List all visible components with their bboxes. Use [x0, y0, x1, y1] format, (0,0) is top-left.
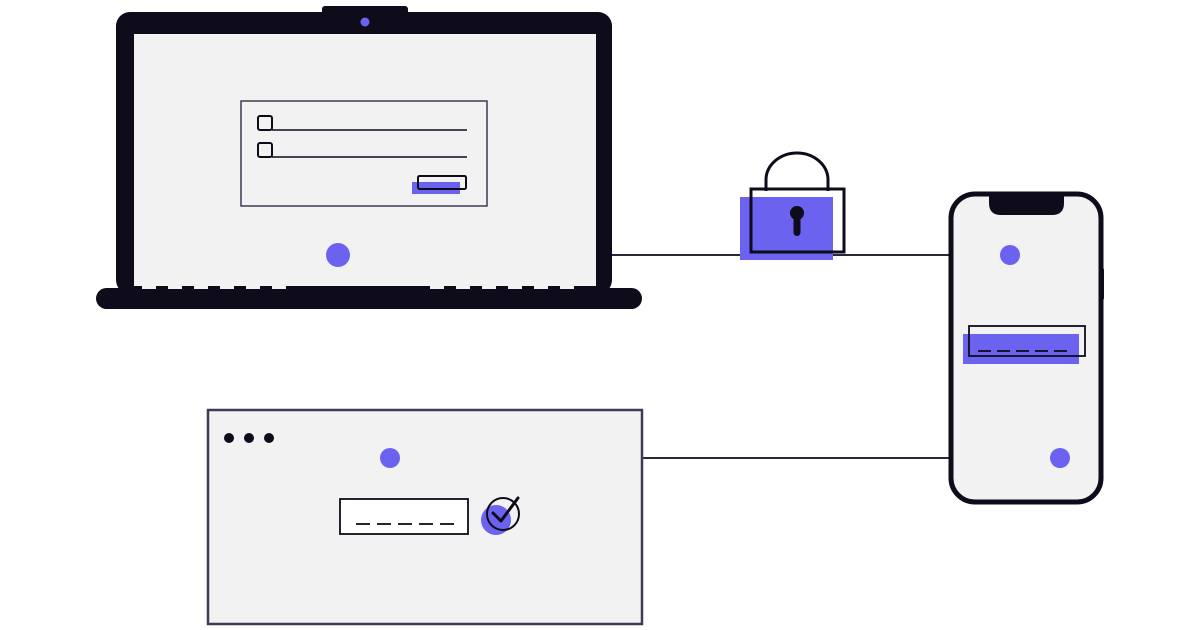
checkmark-icon — [481, 496, 520, 535]
laptop-base — [96, 288, 642, 309]
browser-code-input[interactable] — [339, 498, 469, 535]
laptop — [96, 6, 642, 309]
browser-code-field — [339, 498, 469, 535]
window-control-dot[interactable] — [244, 433, 254, 443]
check-mark — [491, 496, 520, 523]
laptop-connection-node — [326, 243, 350, 267]
window-control-dot[interactable] — [264, 433, 274, 443]
checkbox[interactable] — [257, 115, 273, 131]
browser-connection-node — [380, 448, 400, 468]
camera-dot-icon — [360, 17, 370, 27]
keyhole-icon — [790, 206, 804, 236]
phone-code-input[interactable] — [968, 325, 1086, 357]
window-controls — [224, 433, 274, 443]
laptop-screen — [134, 34, 596, 286]
padlock-shackle — [764, 151, 830, 191]
phone-notch — [989, 194, 1064, 215]
submit-button[interactable] — [417, 175, 467, 190]
browser-window — [206, 408, 644, 626]
phone-connection-node-top — [1000, 245, 1020, 265]
laptop-hinge-vents — [142, 286, 574, 289]
laptop-login-form — [240, 100, 488, 207]
smartphone — [948, 191, 1104, 505]
laptop-camera-notch — [322, 6, 408, 24]
padlock-body — [749, 187, 846, 254]
checkbox[interactable] — [257, 142, 273, 158]
phone-code-field-accent — [963, 334, 1079, 364]
padlock-body-accent — [740, 197, 833, 260]
padlock-icon — [740, 151, 846, 260]
check-badge-ring — [486, 497, 520, 531]
login-form-panel — [240, 100, 488, 207]
check-badge-accent — [481, 505, 511, 535]
window-control-dot[interactable] — [224, 433, 234, 443]
phone-connection-node-bottom — [1050, 448, 1070, 468]
phone-code-field — [963, 325, 1086, 364]
